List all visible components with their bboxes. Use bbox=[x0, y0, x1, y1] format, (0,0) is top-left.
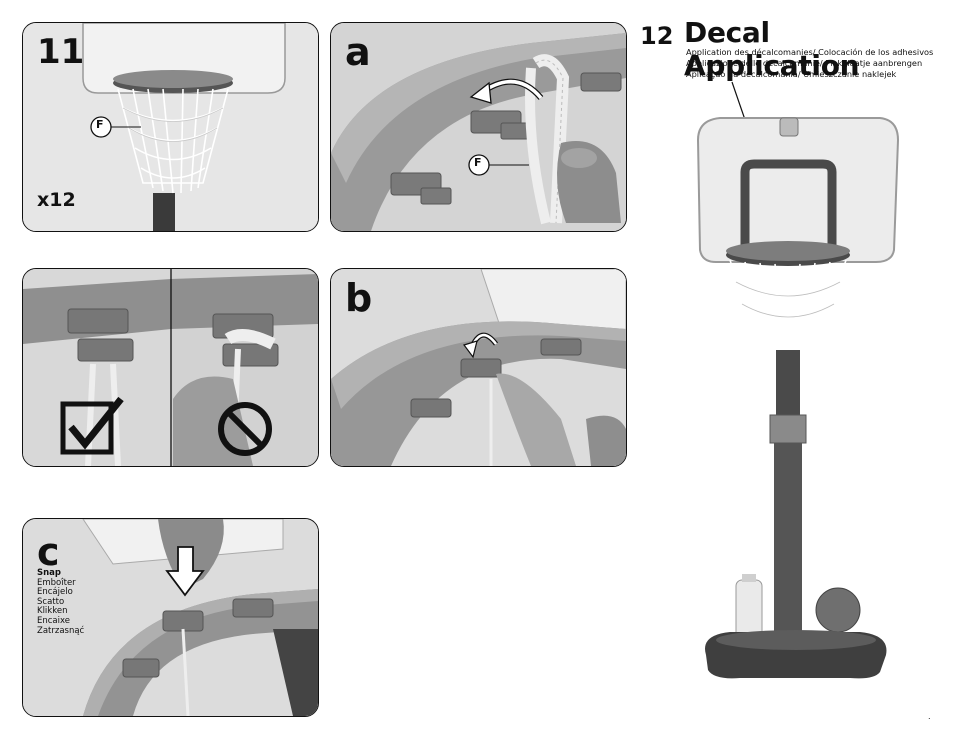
snap-word: Snap bbox=[37, 568, 61, 578]
snap-word: Zatrzasnąć bbox=[37, 625, 85, 636]
rim-press-illustration bbox=[331, 269, 626, 466]
prohibited-icon bbox=[218, 402, 272, 456]
correct-incorrect-panel bbox=[22, 268, 319, 467]
step-letter: a bbox=[345, 30, 371, 74]
subtitle-line: Applicazione delle decalcomanie/ Plakpla… bbox=[686, 58, 923, 68]
snap-word: Encaixe bbox=[37, 615, 70, 626]
callout-label: F bbox=[474, 156, 482, 169]
quantity-label: x12 bbox=[37, 189, 76, 211]
snap-word: Scatto bbox=[37, 596, 65, 607]
snap-word: Klikken bbox=[37, 606, 68, 617]
lower-pole bbox=[774, 443, 802, 643]
callout-label: F bbox=[96, 118, 104, 131]
step-a-panel: a F bbox=[330, 22, 627, 232]
step-number: 11 bbox=[37, 32, 85, 72]
step-11-panel: 11 F x12 bbox=[22, 22, 319, 232]
snap-word: Encájelo bbox=[37, 587, 73, 598]
callout-f-circle bbox=[468, 154, 490, 176]
hoop-net-illustration bbox=[23, 23, 318, 231]
basketball-hoop-illustration bbox=[696, 81, 900, 679]
page-mark: . bbox=[928, 712, 931, 721]
callout-f-circle bbox=[90, 116, 112, 138]
water-bottle bbox=[735, 579, 763, 641]
pole-collar bbox=[769, 414, 807, 444]
backboard bbox=[696, 117, 900, 263]
step-12-number: 12 bbox=[640, 22, 674, 50]
upper-pole bbox=[776, 350, 800, 420]
step-letter: c bbox=[37, 530, 60, 574]
step-letter: b bbox=[345, 276, 373, 320]
step-b-panel: b bbox=[330, 268, 627, 467]
checkmark-icon bbox=[68, 396, 124, 450]
hook-comparison-illustration bbox=[23, 269, 318, 466]
rim-hook-illustration bbox=[331, 23, 626, 231]
snap-word: Emboîter bbox=[37, 577, 76, 588]
ball bbox=[815, 587, 861, 633]
decal-target-square bbox=[740, 159, 837, 255]
subtitle-line: Aplicação da decalcomania/ Umieszczanie … bbox=[686, 69, 897, 79]
check-box-icon bbox=[60, 401, 114, 455]
step-12-title: Decal Application bbox=[684, 16, 860, 82]
snap-translations: Snap Emboîter Encájelo Scatto Klikken En… bbox=[37, 568, 85, 636]
rim-snap-illustration bbox=[23, 519, 318, 716]
logo-badge-icon bbox=[779, 117, 799, 137]
down-arrow-icon bbox=[165, 546, 205, 597]
step-c-panel: c Snap Emboîter Encájelo Scatto Klikken … bbox=[22, 518, 319, 717]
subtitle-line: Application des décalcomanies/ Colocació… bbox=[686, 47, 934, 57]
